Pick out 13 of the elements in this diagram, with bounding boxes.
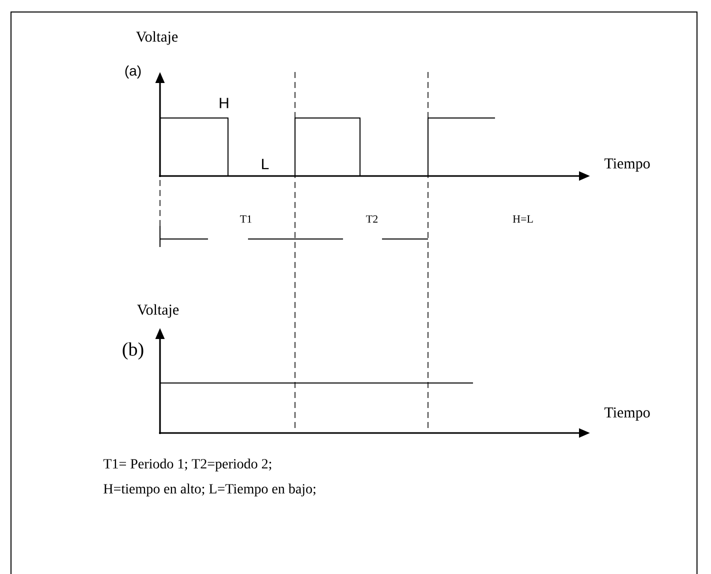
note-text: H=tiempo en alto; L=Tiempo en bajo;: [104, 484, 316, 496]
panel-label: (b): [122, 342, 144, 360]
panel-label: (a): [125, 65, 141, 79]
level-label: H: [220, 98, 228, 108]
axis-label: Voltaje: [136, 31, 178, 45]
axis-label: Tiempo: [604, 158, 650, 172]
note-text: T1= Periodo 1; T2=periodo 2;: [103, 458, 272, 472]
equation-label: H=L: [512, 215, 533, 223]
axis-label: Voltaje: [137, 304, 179, 318]
level-label: L: [262, 158, 269, 170]
axis-label: Tiempo: [604, 407, 650, 421]
period-label: T2: [366, 215, 378, 223]
period-label: T1: [240, 215, 252, 223]
